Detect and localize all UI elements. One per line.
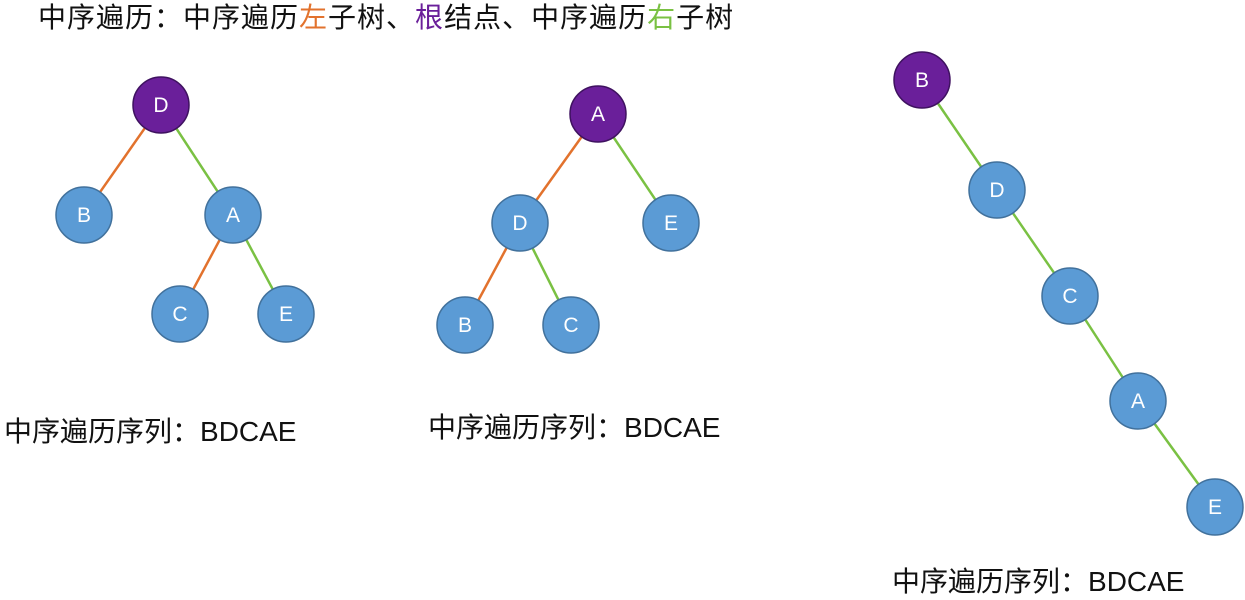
node-A: A: [1109, 372, 1167, 430]
node-E: E: [1186, 478, 1244, 536]
node-label: C: [563, 314, 578, 337]
node-label: B: [77, 204, 91, 227]
node-circle: [569, 85, 627, 143]
node-circle: [491, 194, 549, 252]
node-circle: [132, 76, 190, 134]
node-circle: [542, 296, 600, 354]
edge-A-E: [612, 136, 657, 201]
node-label: A: [1131, 390, 1145, 413]
edge-D-C: [1011, 212, 1056, 274]
node-label: A: [591, 103, 605, 126]
node-circle: [1186, 478, 1244, 536]
title-mid-1: 子树、: [328, 1, 416, 34]
edge-D-A: [175, 127, 219, 193]
node-D: D: [132, 76, 190, 134]
edge-A-D: [535, 136, 583, 201]
node-C: C: [151, 285, 209, 343]
node-label: B: [458, 314, 472, 337]
node-D: D: [491, 194, 549, 252]
tree-1: D B A C E: [55, 76, 315, 343]
node-label: A: [226, 204, 240, 227]
title-prefix: 中序遍历：中序遍历: [38, 1, 300, 34]
title-root-word: 根: [415, 1, 445, 34]
node-E: E: [642, 194, 700, 252]
sequence-value: BDCAE: [624, 412, 721, 443]
title-mid-2: 结点、中序遍历: [444, 1, 648, 34]
node-label: C: [1062, 285, 1077, 308]
node-label: D: [989, 179, 1004, 202]
inorder-sequence-3: 中序遍历序列：BDCAE: [892, 564, 1184, 600]
node-E: E: [257, 285, 315, 343]
sequence-label: 中序遍历序列：: [4, 415, 201, 448]
node-A: A: [569, 85, 627, 143]
node-B: B: [893, 51, 951, 109]
edge-D-B: [477, 247, 508, 301]
node-circle: [55, 186, 113, 244]
page-title: 中序遍历：中序遍历左子树、根结点、中序遍历右子树: [38, 0, 734, 36]
node-circle: [151, 285, 209, 343]
inorder-sequence-2: 中序遍历序列：BDCAE: [428, 410, 720, 446]
sequence-label: 中序遍历序列：: [892, 565, 1089, 598]
node-A: A: [204, 186, 262, 244]
node-circle: [893, 51, 951, 109]
inorder-sequence-1: 中序遍历序列：BDCAE: [4, 414, 296, 450]
edge-D-B: [99, 127, 146, 193]
edge-C-A: [1084, 318, 1124, 379]
node-circle: [642, 194, 700, 252]
node-circle: [1109, 372, 1167, 430]
title-left-word: 左: [299, 1, 329, 34]
sequence-value: BDCAE: [200, 416, 297, 447]
edge-A-C: [192, 239, 221, 290]
node-label: E: [1208, 496, 1222, 519]
node-C: C: [1041, 267, 1099, 325]
node-circle: [204, 186, 262, 244]
title-right-word: 右: [647, 1, 677, 34]
node-label: E: [664, 212, 678, 235]
node-label: D: [512, 212, 527, 235]
edge-A-E: [1153, 422, 1200, 486]
tree-3: B D C A E: [893, 51, 1244, 536]
edge-D-C: [531, 247, 560, 301]
title-suffix: 子树: [676, 1, 735, 34]
node-B: B: [436, 296, 494, 354]
node-label: B: [915, 69, 929, 92]
node-B: B: [55, 186, 113, 244]
node-label: D: [153, 94, 168, 117]
node-label: C: [172, 303, 187, 326]
node-D: D: [968, 161, 1026, 219]
edge-B-D: [936, 102, 983, 168]
node-circle: [436, 296, 494, 354]
node-circle: [1041, 267, 1099, 325]
node-circle: [257, 285, 315, 343]
node-C: C: [542, 296, 600, 354]
node-circle: [968, 161, 1026, 219]
edge-A-E: [245, 239, 274, 290]
sequence-label: 中序遍历序列：: [428, 411, 625, 444]
node-label: E: [279, 303, 293, 326]
sequence-value: BDCAE: [1088, 566, 1185, 597]
tree-2: A D E B C: [436, 85, 700, 354]
